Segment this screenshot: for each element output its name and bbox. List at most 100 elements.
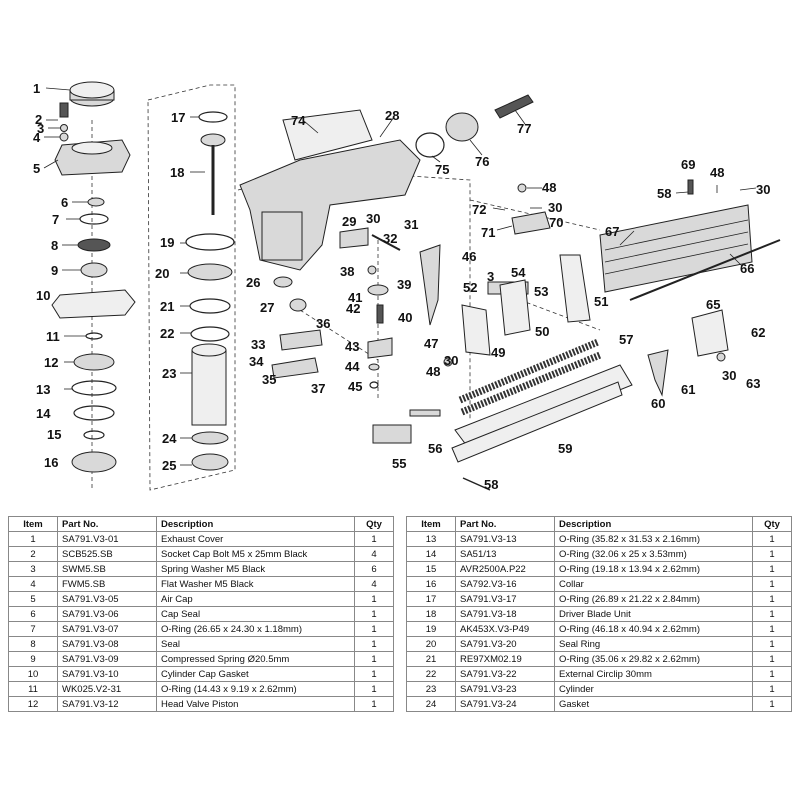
- callout-7: 7: [52, 212, 59, 227]
- column-header-qty: Qty: [354, 516, 394, 532]
- callout-20: 20: [155, 266, 169, 281]
- cell-item: 3: [8, 561, 58, 577]
- leader-lines: [43, 87, 757, 466]
- callout-34: 34: [249, 354, 264, 369]
- cell-description: Seal Ring: [554, 636, 753, 652]
- callout-74: 74: [291, 113, 306, 128]
- cell-item: 22: [406, 666, 456, 682]
- cell-qty: 1: [752, 681, 792, 697]
- cell-description: Cylinder: [554, 681, 753, 697]
- cell-item: 4: [8, 576, 58, 592]
- callout-3: 3: [37, 121, 44, 136]
- callout-11: 11: [46, 329, 60, 344]
- column-header-description: Description: [156, 516, 355, 532]
- cell-qty: 1: [752, 531, 792, 547]
- middle-column-parts: [185, 111, 235, 471]
- callout-45: 45: [348, 379, 362, 394]
- cell-item: 23: [406, 681, 456, 697]
- callout-19: 19: [160, 235, 174, 250]
- cell-item: 9: [8, 651, 58, 667]
- right-side-parts: [372, 179, 781, 491]
- cell-item: 12: [8, 696, 58, 712]
- cell-qty: 1: [752, 546, 792, 562]
- cell-part-no: SA791.V3-07: [57, 621, 157, 637]
- callout-27: 27: [260, 300, 274, 315]
- column-header-item: Item: [8, 516, 58, 532]
- cell-qty: 1: [752, 576, 792, 592]
- callout-4: 4: [33, 130, 41, 145]
- cell-qty: 1: [752, 696, 792, 712]
- callout-17: 17: [171, 110, 185, 125]
- cell-description: Air Cap: [156, 591, 355, 607]
- column-header-description: Description: [554, 516, 753, 532]
- callout-9: 9: [51, 263, 58, 278]
- callout-48-b: 48: [710, 165, 724, 180]
- callout-56: 56: [428, 441, 442, 456]
- callout-10: 10: [36, 288, 50, 303]
- callout-30-c: 30: [548, 200, 562, 215]
- callout-22: 22: [160, 326, 174, 341]
- callout-54: 54: [511, 265, 526, 280]
- callout-44: 44: [345, 359, 360, 374]
- callout-48-c: 48: [426, 364, 440, 379]
- cell-qty: 1: [752, 591, 792, 607]
- cell-item: 18: [406, 606, 456, 622]
- cell-part-no: SA791.V3-01: [57, 531, 157, 547]
- cell-item: 19: [406, 621, 456, 637]
- cell-description: Cylinder Cap Gasket: [156, 666, 355, 682]
- callout-30-e: 30: [722, 368, 736, 383]
- cell-qty: 1: [354, 681, 394, 697]
- cell-description: Collar: [554, 576, 753, 592]
- callout-60: 60: [651, 396, 665, 411]
- cell-qty: 1: [354, 531, 394, 547]
- cell-item: 16: [406, 576, 456, 592]
- cell-description: Exhaust Cover: [156, 531, 355, 547]
- cell-description: Compressed Spring Ø20.5mm: [156, 651, 355, 667]
- cell-part-no: AK453X.V3-P49: [455, 621, 555, 637]
- callout-61: 61: [681, 382, 695, 397]
- cell-description: Flat Washer M5 Black: [156, 576, 355, 592]
- callout-49: 49: [491, 345, 505, 360]
- cell-part-no: FWM5.SB: [57, 576, 157, 592]
- callout-57: 57: [619, 332, 633, 347]
- callout-77: 77: [517, 121, 531, 136]
- callout-31: 31: [404, 217, 418, 232]
- cell-qty: 1: [354, 651, 394, 667]
- cell-part-no: RE97XM02.19: [455, 651, 555, 667]
- table-header-row: Item Part No. Description Qty: [406, 516, 792, 532]
- callout-38: 38: [340, 264, 354, 279]
- cell-item: 11: [8, 681, 58, 697]
- cell-part-no: WK025.V2-31: [57, 681, 157, 697]
- cell-part-no: SA791.V3-22: [455, 666, 555, 682]
- cell-part-no: SWM5.SB: [57, 561, 157, 577]
- cell-item: 17: [406, 591, 456, 607]
- column-header-part-no: Part No.: [57, 516, 157, 532]
- cell-part-no: SA791.V3-17: [455, 591, 555, 607]
- cell-part-no: SA791.V3-23: [455, 681, 555, 697]
- callout-58-b: 58: [657, 186, 671, 201]
- cell-item: 6: [8, 606, 58, 622]
- callout-72: 72: [472, 202, 486, 217]
- cell-part-no: SA791.V3-08: [57, 636, 157, 652]
- cell-description: O-Ring (35.06 x 29.82 x 2.62mm): [554, 651, 753, 667]
- cell-description: Head Valve Piston: [156, 696, 355, 712]
- callout-14: 14: [36, 406, 51, 421]
- column-header-item: Item: [406, 516, 456, 532]
